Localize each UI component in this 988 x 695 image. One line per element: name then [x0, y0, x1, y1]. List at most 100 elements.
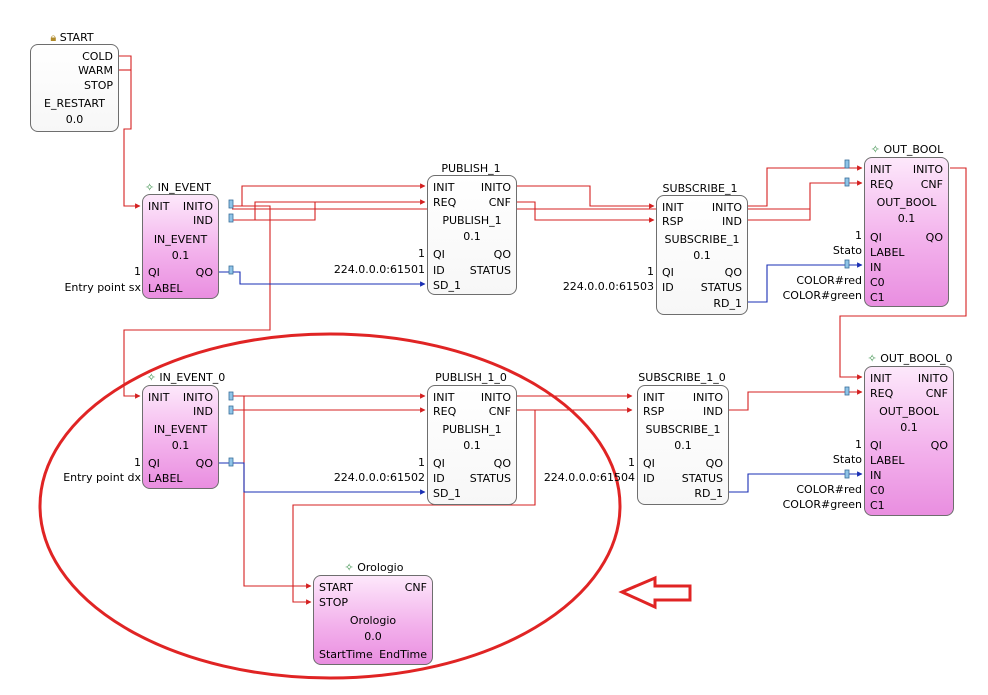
conn-subscribe-1-0-ind-to-out-bool-0-req[interactable] [729, 389, 863, 411]
port-qo[interactable]: QO [724, 266, 742, 279]
port-cnf[interactable]: CNF [488, 405, 511, 418]
port-inito[interactable]: INITO [912, 163, 943, 176]
subscribe-1-qi-value[interactable]: 1 [647, 265, 654, 278]
orologio-block[interactable]: START CNF STOP Orologio 0.0 StartTime En… [313, 575, 433, 665]
port-id[interactable]: ID [643, 472, 655, 485]
port-qo[interactable]: QO [195, 457, 213, 470]
port-inito[interactable]: INITO [692, 391, 723, 404]
port-init[interactable]: INIT [870, 372, 892, 385]
publish-1-0-qi-value[interactable]: 1 [418, 456, 425, 469]
conn-out-bool-inito-to-out-bool-0-init[interactable] [839, 167, 967, 380]
port-req[interactable]: REQ [433, 405, 457, 418]
port-qo[interactable]: QO [195, 266, 213, 279]
conn-in-event-inito-to-in-event-0-init[interactable] [123, 205, 271, 399]
port-inito[interactable]: INITO [480, 391, 511, 404]
subscribe-1-0-qi-value[interactable]: 1 [628, 456, 635, 469]
conn-handle[interactable] [228, 199, 234, 209]
conn-publish-1-inito-to-subscribe-1-init[interactable] [516, 185, 655, 209]
port-init[interactable]: INIT [643, 391, 665, 404]
port-id[interactable]: ID [662, 281, 674, 294]
port-inito[interactable]: INITO [917, 372, 948, 385]
conn-handle[interactable] [844, 177, 850, 187]
port-stop[interactable]: STOP [319, 596, 348, 609]
conn-handle[interactable] [844, 386, 850, 396]
port-rd-1[interactable]: RD_1 [713, 297, 742, 310]
port-c0[interactable]: C0 [870, 484, 885, 497]
conn-subscribe-1-0-rd-1-to-out-bool-0-in[interactable] [729, 471, 863, 493]
publish-1-id-value[interactable]: 224.0.0.0:61501 [333, 263, 425, 276]
port-init[interactable]: INIT [662, 201, 684, 214]
subscribe-1-0-block[interactable]: INIT INITO RSP IND SUBSCRIBE_1 0.1 QI QO… [637, 385, 729, 505]
port-init[interactable]: INIT [433, 391, 455, 404]
port-cnf[interactable]: CNF [488, 196, 511, 209]
port-qi[interactable]: QI [870, 231, 882, 244]
port-stop[interactable]: STOP [84, 79, 113, 92]
port-rsp[interactable]: RSP [643, 405, 665, 418]
port-starttime[interactable]: StartTime [319, 648, 373, 661]
port-qo[interactable]: QO [493, 457, 511, 470]
in-event-0-qi-value[interactable]: 1 [134, 456, 141, 469]
port-qi[interactable]: QI [148, 457, 160, 470]
port-endtime[interactable]: EndTime [379, 648, 427, 661]
port-status[interactable]: STATUS [469, 264, 511, 277]
conn-in-event-ind-to-publish-1-req[interactable] [232, 199, 426, 221]
subscribe-1-0-id-value[interactable]: 224.0.0.0:61504 [543, 471, 635, 484]
port-init[interactable]: INIT [870, 163, 892, 176]
conn-handle[interactable] [228, 213, 234, 223]
conn-subscribe-1-rd-1-to-out-bool-in[interactable] [747, 262, 863, 303]
in-event-qi-value[interactable]: 1 [134, 265, 141, 278]
port-rsp[interactable]: RSP [662, 215, 684, 228]
port-label[interactable]: LABEL [870, 246, 905, 259]
conn-handle[interactable] [228, 405, 234, 415]
port-c0[interactable]: C0 [870, 276, 885, 289]
port-qo[interactable]: QO [925, 231, 943, 244]
out-bool-c1-value[interactable]: COLOR#green [782, 289, 862, 302]
port-qi[interactable]: QI [643, 457, 655, 470]
port-label[interactable]: LABEL [870, 454, 905, 467]
conn-handle[interactable] [844, 469, 850, 479]
port-sd-1[interactable]: SD_1 [433, 487, 461, 500]
port-qi[interactable]: QI [870, 439, 882, 452]
port-cnf[interactable]: CNF [920, 178, 943, 191]
port-id[interactable]: ID [433, 264, 445, 277]
in-event-0-label-value[interactable]: Entry point dx [63, 471, 141, 484]
conn-handle[interactable] [844, 159, 850, 169]
port-qi[interactable]: QI [433, 248, 445, 261]
port-req[interactable]: REQ [870, 387, 894, 400]
port-inito[interactable]: INITO [480, 181, 511, 194]
port-init[interactable]: INIT [148, 200, 170, 213]
port-inito[interactable]: INITO [182, 200, 213, 213]
out-bool-0-c0-value[interactable]: COLOR#red [796, 483, 862, 496]
port-id[interactable]: ID [433, 472, 445, 485]
port-label[interactable]: LABEL [148, 472, 183, 485]
port-init[interactable]: INIT [433, 181, 455, 194]
in-event-label-value[interactable]: Entry point sx [64, 281, 141, 294]
port-qi[interactable]: QI [433, 457, 445, 470]
conn-start-cold-to-in-event-init[interactable] [117, 55, 141, 209]
port-cold[interactable]: COLD [82, 50, 113, 63]
port-rd-1[interactable]: RD_1 [694, 487, 723, 500]
port-c1[interactable]: C1 [870, 291, 885, 304]
port-qo[interactable]: QO [930, 439, 948, 452]
port-req[interactable]: REQ [433, 196, 457, 209]
port-inito[interactable]: INITO [182, 391, 213, 404]
publish-1-block[interactable]: INIT INITO REQ CNF PUBLISH_1 0.1 QI QO I… [427, 175, 517, 295]
out-bool-qi-value[interactable]: 1 [855, 229, 862, 242]
port-c1[interactable]: C1 [870, 499, 885, 512]
port-warm[interactable]: WARM [78, 64, 113, 77]
port-ind[interactable]: IND [722, 215, 742, 228]
port-sd-1[interactable]: SD_1 [433, 279, 461, 292]
out-bool-label-value[interactable]: Stato [832, 244, 862, 257]
publish-1-0-block[interactable]: INIT INITO REQ CNF PUBLISH_1 0.1 QI QO I… [427, 385, 517, 505]
publish-1-0-id-value[interactable]: 224.0.0.0:61502 [333, 471, 425, 484]
port-req[interactable]: REQ [870, 178, 894, 191]
port-cnf[interactable]: CNF [404, 581, 427, 594]
port-cnf[interactable]: CNF [925, 387, 948, 400]
subscribe-1-id-value[interactable]: 224.0.0.0:61503 [562, 280, 654, 293]
port-qi[interactable]: QI [148, 266, 160, 279]
port-start[interactable]: START [319, 581, 353, 594]
conn-in-event-ind-to-out-bool-req[interactable] [232, 201, 420, 221]
port-qo[interactable]: QO [493, 248, 511, 261]
port-ind[interactable]: IND [703, 405, 723, 418]
port-status[interactable]: STATUS [700, 281, 742, 294]
